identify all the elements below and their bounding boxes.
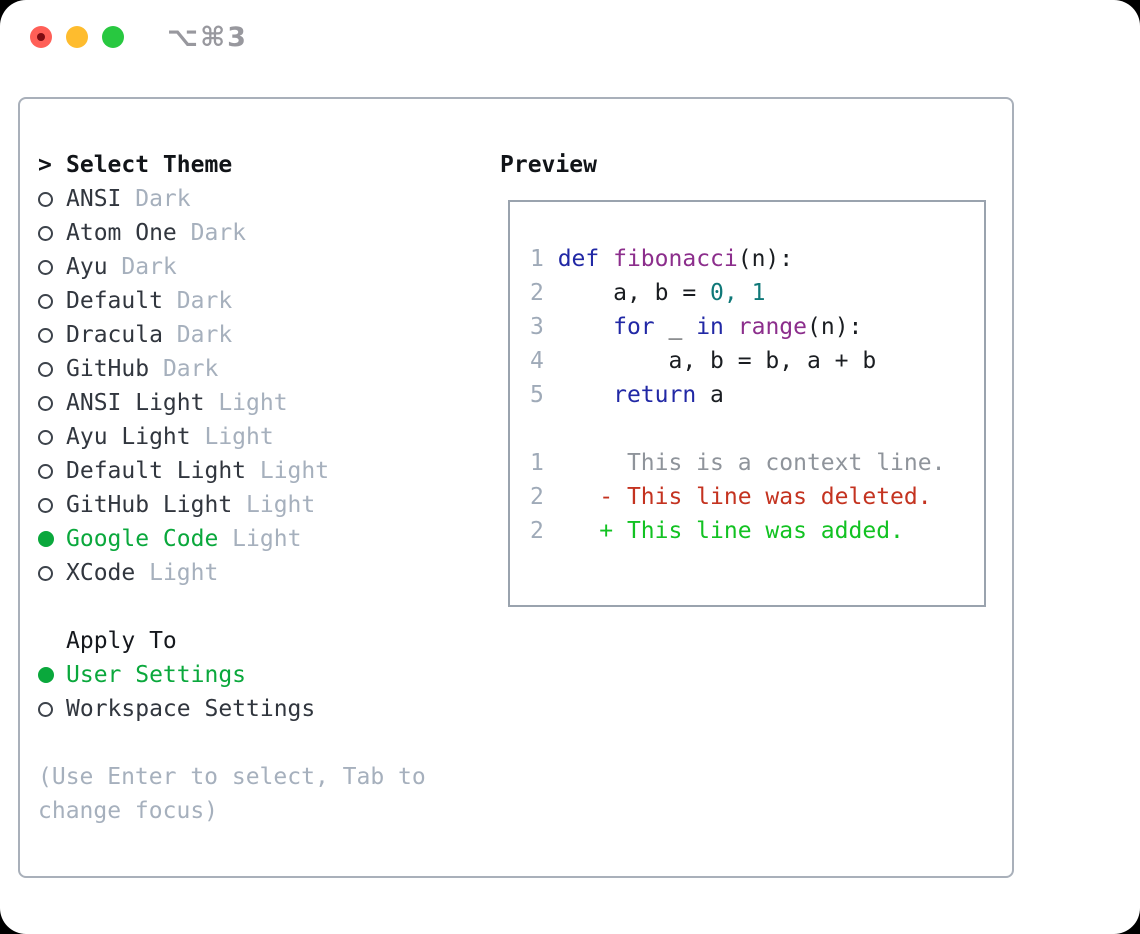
apply-option-workspace-settings[interactable]: Workspace Settings xyxy=(38,692,478,726)
option-label: Workspace Settings xyxy=(66,696,316,722)
option-variant-label: Dark xyxy=(162,322,233,348)
radio-icon xyxy=(38,293,66,309)
radio-icon xyxy=(38,259,66,275)
option-variant-label: Dark xyxy=(107,254,177,280)
code-line: 2 a, b = 0, 1 xyxy=(530,280,766,306)
apply-option-user-settings[interactable]: User Settings xyxy=(38,658,478,692)
preview-code: 1 def fibonacci(n): 2 a, b = 0, 1 3 for _ … xyxy=(530,242,945,548)
option-label: XCode xyxy=(66,560,136,586)
radio-icon xyxy=(38,395,66,411)
prompt-marker: > xyxy=(38,152,52,178)
code-line xyxy=(530,412,945,446)
theme-option-ayu-light-light[interactable]: Ayu Light Light xyxy=(38,420,478,454)
select-theme-title: Select Theme xyxy=(66,152,233,178)
code-line: 4 a, b = b, a + b xyxy=(530,348,877,374)
option-label: Ayu xyxy=(66,254,108,280)
radio-icon xyxy=(38,565,66,581)
radio-icon xyxy=(38,463,66,479)
option-label: Atom One xyxy=(66,220,177,246)
option-label: GitHub xyxy=(66,356,150,382)
theme-option-ayu-dark[interactable]: Ayu Dark xyxy=(38,250,478,284)
option-variant-label: Light xyxy=(232,492,316,518)
option-label: GitHub Light xyxy=(66,492,233,518)
option-variant-label: Dark xyxy=(176,220,247,246)
option-variant-label: Light xyxy=(246,458,330,484)
option-label: ANSI Light xyxy=(66,390,205,416)
option-variant-label: Light xyxy=(135,560,219,586)
code-line: 5 return a xyxy=(530,382,724,408)
option-label: ANSI xyxy=(66,186,122,212)
code-line: 2 - This line was deleted. xyxy=(530,484,932,510)
theme-option-ansi-light-light[interactable]: ANSI Light Light xyxy=(38,386,478,420)
radio-icon xyxy=(38,497,66,513)
code-line: 1 This is a context line. xyxy=(530,450,946,476)
option-variant-label: Light xyxy=(190,424,274,450)
option-label: Ayu Light xyxy=(66,424,191,450)
option-label: Dracula xyxy=(66,322,163,348)
select-theme-header: > Select Theme xyxy=(38,148,478,182)
theme-option-default-light-light[interactable]: Default Light Light xyxy=(38,454,478,488)
close-button[interactable] xyxy=(30,26,52,48)
option-variant-label: Dark xyxy=(162,288,233,314)
radio-icon xyxy=(38,361,66,377)
theme-option-xcode-light[interactable]: XCode Light xyxy=(38,556,478,590)
code-line: 3 for _ in range(n): xyxy=(530,314,863,340)
option-variant-label: Dark xyxy=(149,356,219,382)
selected-radio-icon xyxy=(38,667,66,683)
spacer-row xyxy=(38,726,478,760)
radio-icon xyxy=(38,225,66,241)
hint-line-1: (Use Enter to select, Tab to xyxy=(38,764,426,790)
radio-icon xyxy=(38,701,66,717)
spacer-row xyxy=(38,590,478,624)
code-line: 2 + This line was added. xyxy=(530,518,904,544)
radio-icon xyxy=(38,429,66,445)
hint-line-2: change focus) xyxy=(38,798,219,824)
selected-radio-icon xyxy=(38,531,66,547)
option-label: Default xyxy=(66,288,163,314)
theme-option-ansi-dark[interactable]: ANSI Dark xyxy=(38,182,478,216)
theme-option-google-code-light[interactable]: Google Code Light xyxy=(38,522,478,556)
apply-to-header-row: Apply To xyxy=(38,624,478,658)
option-variant-label: Light xyxy=(204,390,288,416)
preview-box xyxy=(508,200,986,607)
theme-option-github-dark[interactable]: GitHub Dark xyxy=(38,352,478,386)
radio-icon xyxy=(38,191,66,207)
theme-option-default-dark[interactable]: Default Dark xyxy=(38,284,478,318)
theme-option-atom-one-dark[interactable]: Atom One Dark xyxy=(38,216,478,250)
radio-icon xyxy=(38,327,66,343)
window-title: ⌥⌘3 xyxy=(167,22,248,53)
apply-to-title: Apply To xyxy=(66,628,177,654)
code-line: 1 def fibonacci(n): xyxy=(530,246,794,272)
option-label: User Settings xyxy=(66,662,247,688)
preview-title: Preview xyxy=(500,152,597,178)
theme-option-github-light-light[interactable]: GitHub Light Light xyxy=(38,488,478,522)
theme-option-dracula-dark[interactable]: Dracula Dark xyxy=(38,318,478,352)
option-label: Default Light xyxy=(66,458,247,484)
maximize-button[interactable] xyxy=(102,26,124,48)
option-variant-label: Light xyxy=(218,526,302,552)
option-label: Google Code xyxy=(66,526,219,552)
option-variant-label: Dark xyxy=(121,186,191,212)
minimize-button[interactable] xyxy=(66,26,88,48)
